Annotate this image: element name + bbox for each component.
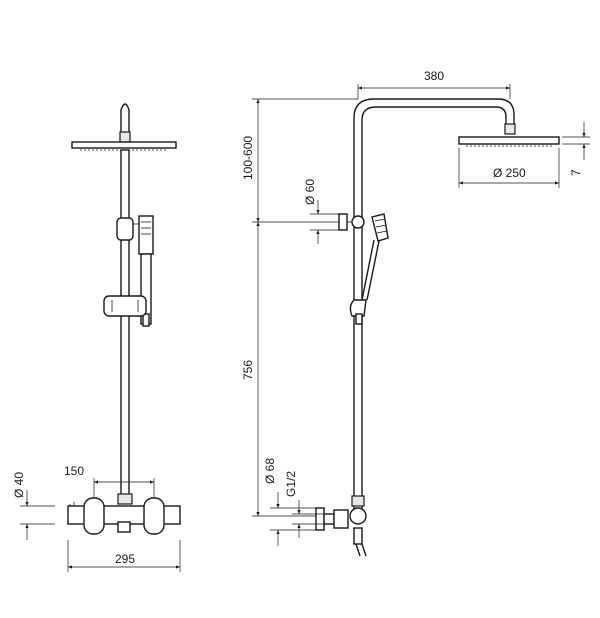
side-head-connector bbox=[504, 123, 516, 135]
side-mixer bbox=[315, 495, 367, 557]
side-arm-inner bbox=[361, 106, 507, 510]
dim-head-dia: Ø 250 bbox=[493, 166, 526, 180]
front-shower-head bbox=[71, 103, 177, 151]
front-mixer bbox=[67, 493, 181, 535]
dim-head-thickness: 7 bbox=[569, 169, 583, 176]
front-riser-pipe bbox=[120, 149, 130, 503]
side-arm-outer bbox=[353, 98, 515, 510]
front-view bbox=[67, 103, 181, 535]
front-slider-top bbox=[116, 217, 134, 241]
side-shower-head bbox=[458, 136, 560, 145]
dim-arm-reach: 380 bbox=[424, 69, 444, 83]
dim-height-adjust: 100-600 bbox=[241, 136, 255, 180]
dim-rail-height: 756 bbox=[241, 360, 255, 380]
front-hand-shower bbox=[133, 215, 154, 327]
side-dimensions: 380 100-600 Ø 60 756 Ø 68 G1/2 Ø 250 bbox=[241, 69, 590, 546]
dim-wall-flange-dia: Ø 68 bbox=[263, 458, 277, 484]
side-hand-holder bbox=[338, 213, 389, 301]
dim-holder-dia: Ø 60 bbox=[303, 179, 317, 205]
dim-inlet-spacing: 150 bbox=[64, 464, 84, 478]
front-holder bbox=[103, 295, 147, 317]
dim-thread-size: G1/2 bbox=[284, 471, 298, 497]
front-dimensions: Ø 40 150 295 bbox=[12, 464, 181, 572]
dim-mixer-width: 295 bbox=[115, 552, 135, 566]
dim-handle-dia: Ø 40 bbox=[12, 472, 26, 498]
